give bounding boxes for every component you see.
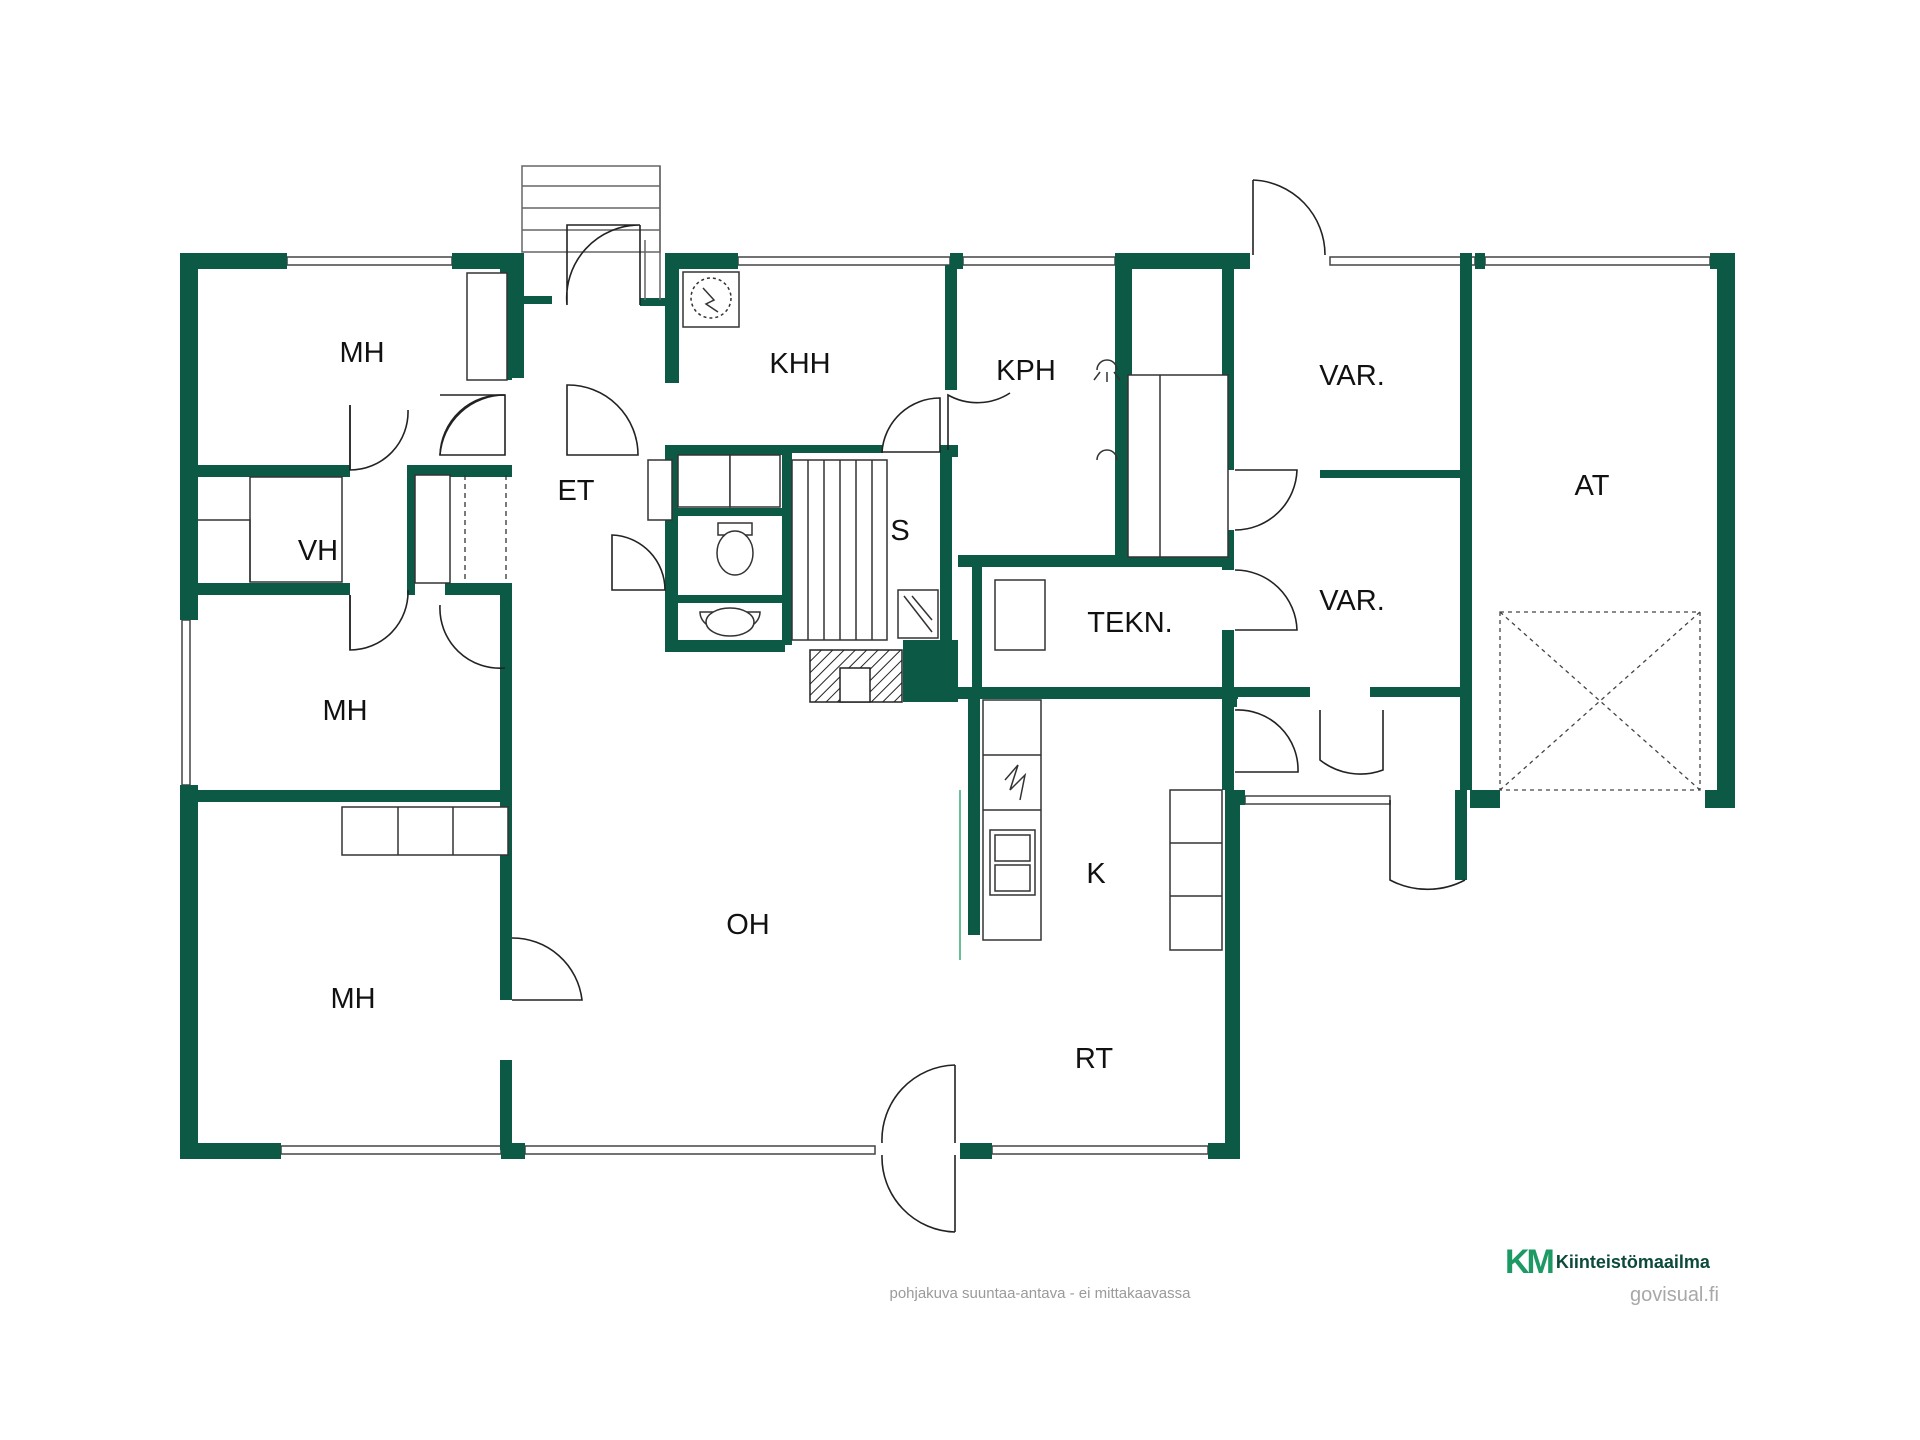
- door-at-side: [1389, 800, 1466, 891]
- door-kph: [947, 392, 1011, 450]
- room-label-vh: VH: [298, 535, 338, 567]
- room-label-et: ET: [557, 475, 594, 507]
- carport-outline: [1499, 611, 1701, 791]
- door-mh-mid: [439, 604, 506, 670]
- brand-name: Kiinteistömaailma: [1555, 1251, 1710, 1272]
- room-label-tekn: TEKN.: [1087, 607, 1172, 639]
- electric-panel-icon: [682, 271, 740, 328]
- walls: [180, 253, 1735, 1159]
- brand-mark: KM: [1505, 1243, 1555, 1281]
- door-wc: [611, 534, 666, 591]
- sliding-closet: [464, 475, 961, 960]
- room-label-at: AT: [1575, 470, 1610, 502]
- room-label-mh-bottom: MH: [330, 983, 375, 1015]
- shower-icon: [897, 589, 939, 639]
- door-vh-top: [349, 405, 409, 471]
- door-sauna: [881, 397, 941, 453]
- room-label-var-top: VAR.: [1319, 360, 1385, 392]
- kitchen-sink-icon: [989, 829, 1036, 896]
- room-label-rt: RT: [1075, 1043, 1113, 1075]
- kph-shower-icons: [1093, 359, 1121, 461]
- room-label-k: K: [1086, 858, 1106, 890]
- door-mh-top: [439, 394, 506, 456]
- door-main: [881, 1064, 956, 1144]
- door-et-bottom: [566, 384, 639, 456]
- credit-text: govisual.fi: [1630, 1284, 1719, 1306]
- toilet-icon: [716, 522, 754, 576]
- windows: [181, 256, 1711, 1155]
- stove-icon: [1004, 764, 1027, 801]
- fireplace-icon: [809, 649, 903, 703]
- room-label-khh: KHH: [769, 348, 830, 380]
- room-label-mh-top: MH: [339, 337, 384, 369]
- room-label-oh: OH: [726, 909, 770, 941]
- door-var-mid: [1234, 569, 1298, 631]
- door-var-outer: [1252, 179, 1326, 256]
- disclaimer-text: pohjakuva suuntaa-antava - ei mittakaava…: [889, 1285, 1191, 1302]
- door-var-top: [1234, 469, 1298, 531]
- door-var-lower: [1319, 710, 1384, 775]
- entrance-steps: [521, 165, 661, 300]
- door-k-corridor: [1234, 709, 1299, 773]
- room-label-var-mid: VAR.: [1319, 585, 1385, 617]
- room-label-mh-mid: MH: [322, 695, 367, 727]
- entry-door: [565, 224, 641, 306]
- door-vh-bottom: [349, 589, 409, 651]
- sink-icon: [699, 607, 761, 637]
- door-mh-bottom: [511, 937, 583, 1001]
- room-label-kph: KPH: [996, 355, 1056, 387]
- room-labels: MH VH MH MH ET KHH KPH S VAR. VAR. AT TE…: [298, 337, 1610, 1075]
- brand-logo: KM Kiinteistömaailma: [1505, 1245, 1710, 1279]
- room-label-s: S: [890, 515, 909, 547]
- doors: [349, 179, 1466, 1233]
- fixtures: [198, 272, 1229, 951]
- sauna-bench: [791, 459, 888, 641]
